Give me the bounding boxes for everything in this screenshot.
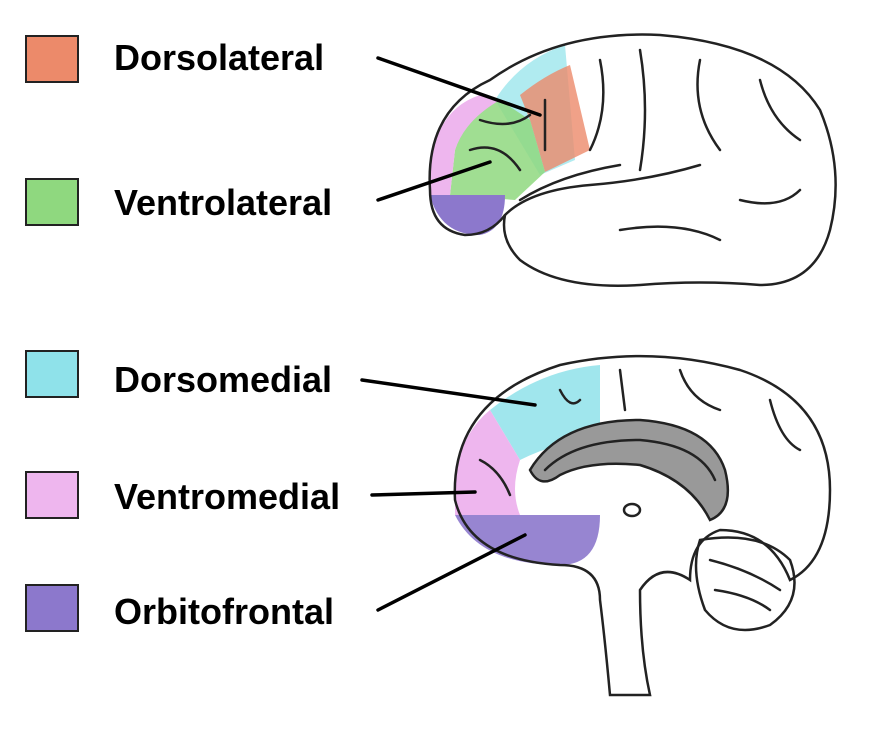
medial-brain xyxy=(453,354,832,697)
ventromedial-swatch xyxy=(25,471,79,519)
dorsomedial-label: Dorsomedial xyxy=(114,359,333,400)
ventrolateral-swatch xyxy=(25,178,79,226)
orbitofrontal-swatch xyxy=(25,584,79,632)
dorsolateral-label: Dorsolateral xyxy=(114,37,325,78)
ventromedial-label: Ventromedial xyxy=(114,476,341,517)
orbitofrontal-label: Orbitofrontal xyxy=(114,591,334,632)
ventrolateral-label: Ventrolateral xyxy=(114,182,333,223)
lateral-brain xyxy=(428,33,837,287)
dorsolateral-swatch xyxy=(25,35,79,83)
leader-lines xyxy=(360,56,542,612)
dorsomedial-swatch xyxy=(25,350,79,398)
